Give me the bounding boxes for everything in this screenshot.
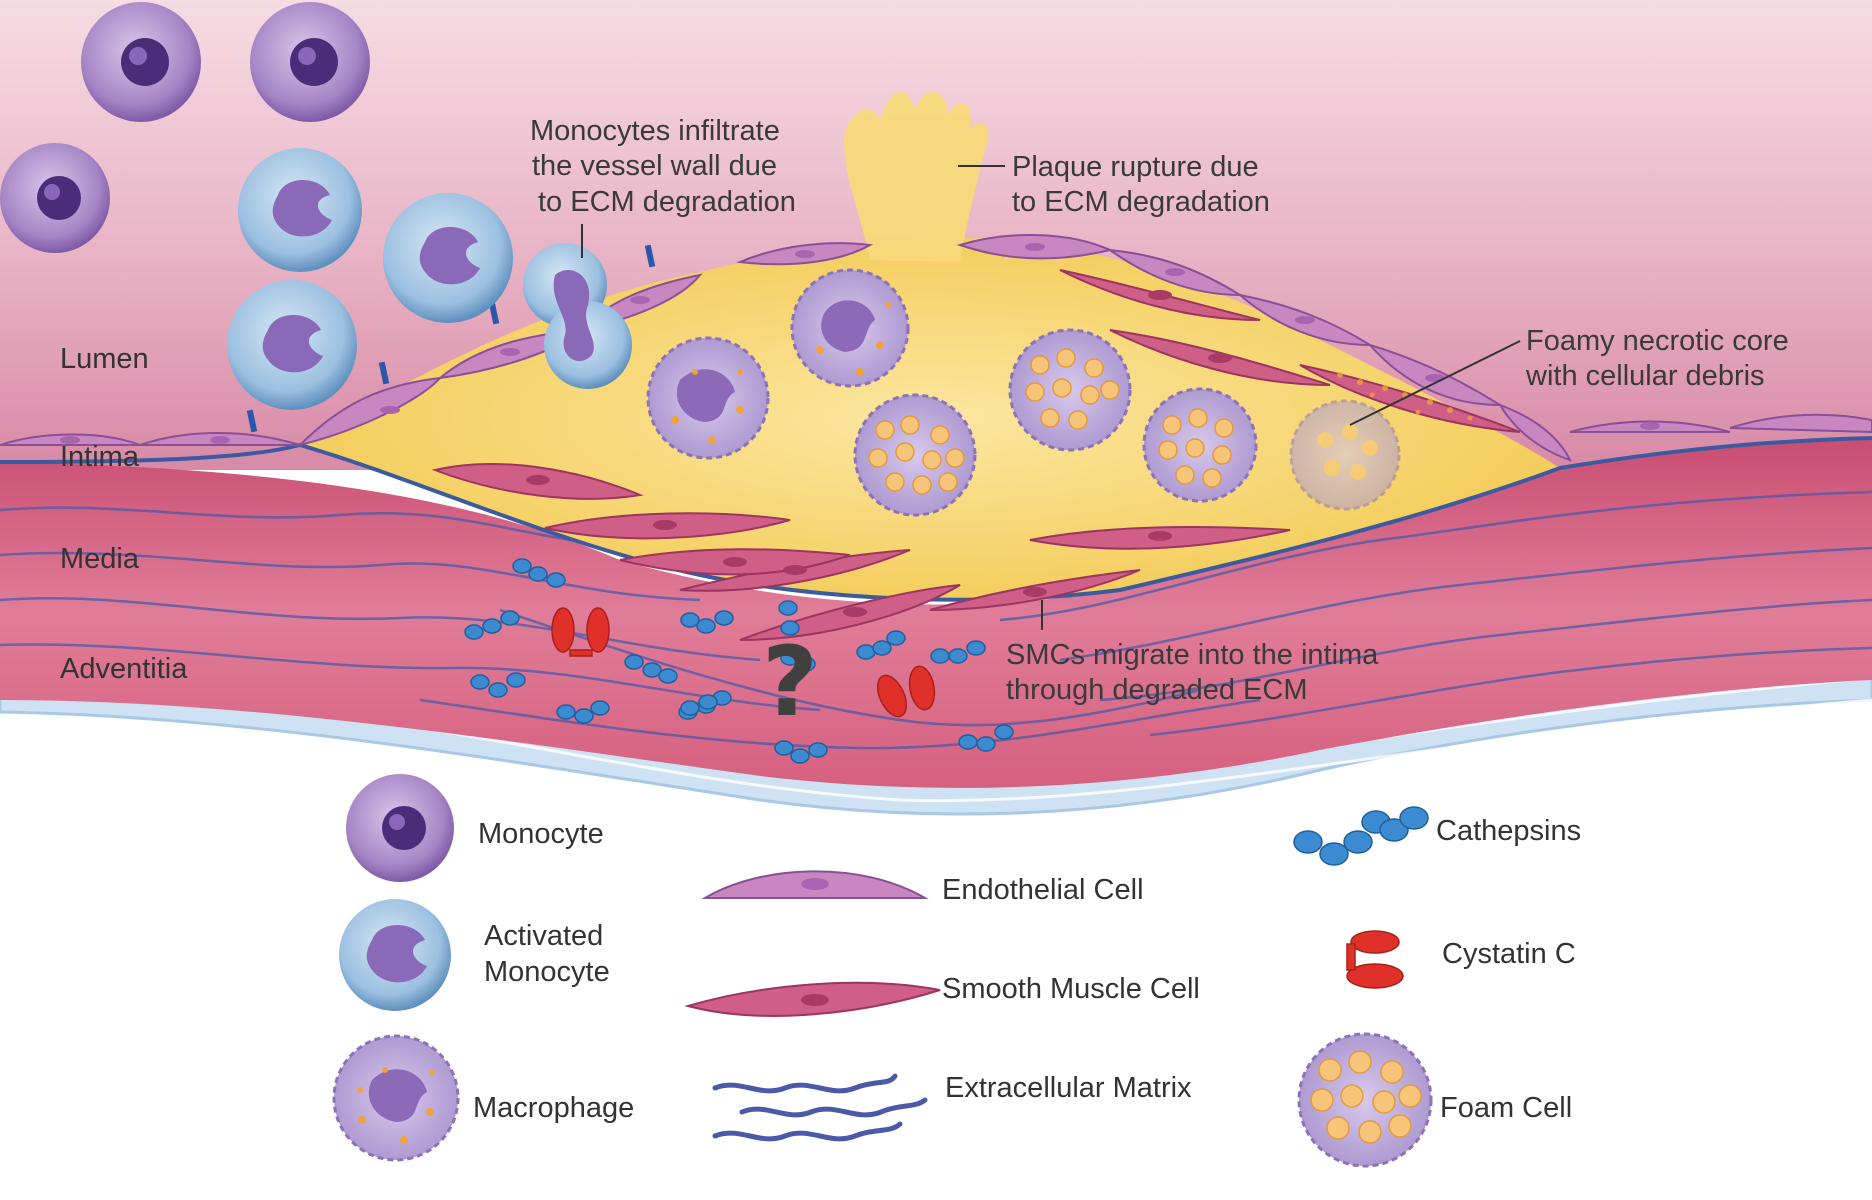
- necrotic-debris: [1337, 372, 1473, 421]
- annotation-monocytes-line3: to ECM degradation: [538, 186, 796, 218]
- necrotic-foam-cell: [1289, 399, 1401, 511]
- legend-activated-monocyte-label-1: Activated: [484, 920, 603, 952]
- macrophage-cell: [646, 336, 770, 460]
- legend-ecm-icon: [712, 1073, 928, 1142]
- monocyte-cell: [81, 2, 201, 122]
- legend-ecm-label: Extracellular Matrix: [945, 1072, 1192, 1104]
- annotation-monocytes-line1: Monocytes infiltrate: [530, 115, 780, 147]
- legend-macrophage-label: Macrophage: [473, 1092, 634, 1124]
- activated-monocyte-cell: [227, 280, 357, 410]
- annotation-rupture-line2: to ECM degradation: [1012, 186, 1270, 218]
- legend-smooth-muscle-icon: [684, 981, 941, 1017]
- legend-endothelial-label: Endothelial Cell: [942, 874, 1144, 906]
- label-lumen: Lumen: [60, 343, 149, 375]
- legend-foam-cell-label: Foam Cell: [1440, 1092, 1572, 1124]
- label-intima: Intima: [60, 441, 140, 473]
- annotation-rupture-line1: Plaque rupture due: [1012, 151, 1259, 183]
- annotation-necrotic-line2: with cellular debris: [1525, 360, 1765, 392]
- activated-monocyte-cell: [238, 148, 362, 272]
- label-adventitia: Adventitia: [60, 653, 188, 685]
- legend-foam-cell-icon: [1297, 1032, 1433, 1168]
- annotation-necrotic-line1: Foamy necrotic core: [1526, 325, 1789, 357]
- label-media: Media: [60, 543, 140, 575]
- monocyte-cell: [0, 143, 110, 253]
- infiltrating-monocyte: [523, 243, 632, 389]
- cathepsin-clusters: [464, 558, 1014, 764]
- foam-cell: [1142, 387, 1258, 503]
- legend-smooth-muscle-label: Smooth Muscle Cell: [942, 973, 1200, 1005]
- foam-cell: [1008, 328, 1132, 452]
- legend-cystatin-label: Cystatin C: [1442, 938, 1576, 970]
- cystatin-c-molecules: [551, 607, 936, 718]
- annotation-monocytes-line2: the vessel wall due: [532, 150, 777, 182]
- legend-cystatin-icon: [1346, 930, 1404, 989]
- legend-activated-monocyte-label-2: Monocyte: [484, 956, 610, 988]
- annotation-smc-line2: through degraded ECM: [1006, 674, 1307, 706]
- lumen-monocytes: [0, 2, 632, 410]
- monocyte-cell: [250, 2, 370, 122]
- legend-monocyte-icon: [346, 774, 454, 882]
- unknown-mechanism-mark: ?: [762, 626, 818, 738]
- legend-activated-monocyte-icon: [339, 899, 451, 1011]
- activated-monocyte-cell: [383, 193, 513, 323]
- ecm-fibers: [0, 490, 1872, 750]
- legend-cathepsins-icon: [1293, 806, 1429, 866]
- foam-cell: [853, 393, 977, 517]
- endothelial-nuclei: [60, 243, 1660, 444]
- legend-monocyte-label: Monocyte: [478, 818, 604, 850]
- macrophage-cell: [790, 268, 910, 388]
- legend: Monocyte Activated Monocyte Macrophage E…: [332, 774, 1581, 1168]
- legend-cathepsins-label: Cathepsins: [1436, 815, 1581, 847]
- smc-nuclei: [526, 290, 1232, 617]
- media-layer: [0, 438, 1872, 788]
- plaque-cells: [646, 268, 1401, 517]
- annotation-leaders: [581, 165, 1521, 630]
- adhesion-molecules: [246, 244, 656, 433]
- legend-endothelial-icon: [701, 870, 929, 899]
- rupture-plume: [844, 91, 989, 262]
- legend-macrophage-icon: [332, 1034, 460, 1162]
- annotation-smc-line1: SMCs migrate into the intima: [1006, 639, 1379, 671]
